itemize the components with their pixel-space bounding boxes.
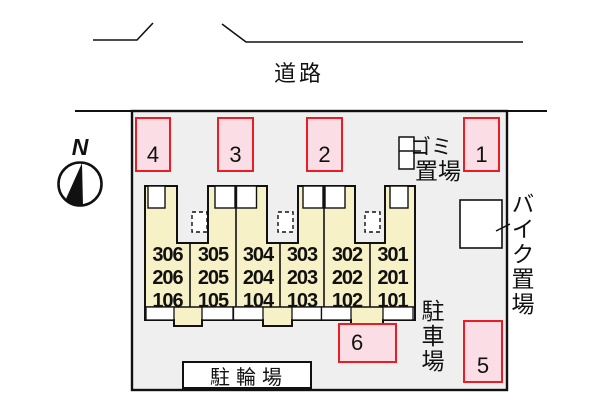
room-number: 101 (377, 290, 408, 312)
parking-space-number: 4 (146, 142, 160, 167)
balcony-notch (302, 185, 324, 209)
parking-space-number: 2 (318, 142, 331, 167)
parking-space-4: 4 (135, 117, 171, 172)
parking-space-number: 5 (476, 353, 490, 378)
room-number: 206 (152, 267, 183, 289)
garbage-area-label-line1: ゴミ (410, 136, 452, 159)
garbage-area-label-line2: 置場 (415, 158, 461, 184)
room-number: 106 (152, 290, 183, 312)
room-number: 303 (286, 244, 318, 266)
unit-column-306: 306 206 106 (145, 244, 190, 312)
room-number: 205 (197, 267, 229, 289)
road-edge-break-right (221, 23, 523, 43)
balcony-notch (235, 185, 258, 209)
entrance-box (320, 306, 352, 321)
parking-lot-label: 駐車場 (418, 299, 444, 374)
compass-north-label: N (71, 134, 89, 160)
room-number: 104 (242, 290, 274, 312)
garbage-station-icon (398, 136, 421, 170)
bike-storage-square (459, 199, 503, 249)
parking-space-number: 3 (229, 142, 242, 167)
room-number: 301 (377, 244, 408, 266)
stair-landing-dashed (364, 211, 381, 233)
unit-column-303: 303 203 103 (280, 244, 324, 312)
entrance-box (382, 306, 414, 321)
compass-icon (57, 161, 103, 207)
entrance-box (145, 306, 175, 321)
room-number: 204 (242, 267, 274, 289)
room-number: 105 (197, 290, 229, 312)
parking-space-2: 2 (306, 117, 343, 172)
bike-pointer-line (495, 223, 511, 232)
entrance-box (232, 306, 264, 321)
unit-column-305: 305 205 105 (190, 244, 236, 312)
unit-column-304: 304 204 104 (236, 244, 280, 312)
balcony-notch (324, 185, 346, 209)
bicycle-parking-label: 駐輪場 (210, 366, 288, 389)
stair-landing-dashed (277, 211, 294, 233)
road-edge-break-left (93, 22, 154, 41)
parking-space-1: 1 (463, 117, 500, 172)
room-number: 304 (242, 244, 274, 266)
room-number: 103 (286, 290, 318, 312)
room-number: 202 (331, 267, 363, 289)
room-number: 201 (377, 267, 408, 289)
parking-space-6: 6 (338, 323, 397, 363)
room-number: 306 (152, 244, 183, 266)
room-number: 305 (197, 244, 229, 266)
bike-storage-label: バイク置場 (508, 192, 534, 317)
parking-space-number: 6 (351, 330, 364, 355)
balcony-notch (214, 185, 236, 209)
room-number: 102 (331, 290, 363, 312)
balcony-notch (389, 185, 409, 209)
bicycle-parking-box: 駐輪場 (182, 361, 312, 389)
unit-column-301: 301 201 101 (370, 244, 415, 312)
parking-space-5: 5 (463, 320, 503, 383)
parking-space-number: 1 (475, 142, 488, 167)
room-number: 302 (331, 244, 363, 266)
balcony-notch (147, 185, 166, 209)
parking-space-3: 3 (217, 117, 254, 172)
road-label: 道路 (273, 61, 324, 86)
room-number: 203 (286, 267, 318, 289)
unit-column-302: 302 202 102 (324, 244, 370, 312)
stair-landing-dashed (191, 211, 208, 233)
